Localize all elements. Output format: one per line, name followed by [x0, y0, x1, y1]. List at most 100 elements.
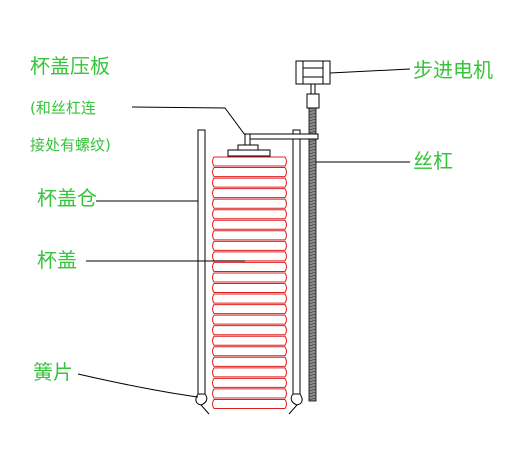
cup-lid — [212, 325, 287, 336]
thread-mark — [308, 268, 317, 272]
thread-mark — [308, 262, 317, 266]
thread-mark — [308, 232, 317, 236]
thread-mark — [308, 175, 317, 179]
thread-mark — [308, 121, 317, 125]
stepper-motor-coupler — [306, 93, 320, 109]
thread-mark — [308, 130, 317, 134]
leader-pressure-plate — [131, 106, 246, 136]
spring-leaf-left — [195, 393, 210, 415]
thread-mark — [308, 154, 317, 158]
thread-mark — [308, 109, 317, 113]
thread-mark — [308, 160, 317, 164]
thread-mark — [308, 124, 317, 128]
plate-arm — [244, 133, 319, 140]
thread-mark — [308, 289, 317, 293]
thread-mark — [308, 151, 317, 155]
thread-mark — [308, 373, 317, 377]
thread-mark — [308, 256, 317, 260]
thread-mark — [308, 115, 317, 119]
thread-mark — [308, 340, 317, 344]
thread-mark — [308, 352, 317, 356]
leader-lines — [77, 68, 411, 398]
label-lead-screw: 丝杠 — [413, 149, 453, 173]
thread-mark — [308, 277, 317, 281]
thread-mark — [308, 313, 317, 317]
thread-mark — [308, 214, 317, 218]
thread-mark — [308, 331, 317, 335]
thread-mark — [308, 361, 317, 365]
stepper-motor — [295, 60, 331, 109]
thread-mark — [308, 316, 317, 320]
leader-stepper-motor — [329, 68, 411, 74]
label-stepper-motor: 步进电机 — [413, 58, 493, 82]
spring-leaf-right — [288, 393, 303, 415]
lead-screw-thread — [308, 109, 317, 401]
cup-lid — [212, 156, 287, 167]
thread-mark — [308, 181, 317, 185]
thread-mark — [308, 367, 317, 371]
label-pressure-plate-note-1: (和丝杠连 — [30, 99, 96, 117]
cup-lid — [212, 251, 287, 262]
plate-cap — [237, 144, 259, 151]
label-pressure-plate-note-2: 接处有螺纹) — [30, 136, 111, 154]
thread-mark — [308, 292, 317, 296]
pressure-plate-assembly — [227, 133, 319, 157]
thread-mark — [308, 148, 317, 152]
leader-spring-leaf — [77, 373, 199, 398]
thread-mark — [308, 238, 317, 242]
thread-mark — [308, 349, 317, 353]
cup-lid — [212, 198, 287, 209]
thread-mark — [308, 193, 317, 197]
thread-mark — [308, 205, 317, 209]
thread-mark — [308, 157, 317, 161]
cup-lid — [212, 272, 287, 283]
lead-screw — [308, 107, 317, 402]
thread-mark — [308, 199, 317, 203]
cup-lid-stack — [212, 156, 287, 409]
thread-mark — [308, 241, 317, 245]
thread-mark — [308, 370, 317, 374]
thread-mark — [308, 343, 317, 347]
thread-mark — [308, 178, 317, 182]
thread-mark — [308, 283, 317, 287]
stepper-motor-body — [295, 60, 331, 85]
thread-mark — [308, 394, 317, 398]
thread-mark — [308, 163, 317, 167]
cup-lid — [212, 240, 287, 251]
label-spring-leaf: 簧片 — [33, 360, 73, 384]
thread-mark — [308, 322, 317, 326]
cup-lid — [212, 167, 287, 178]
thread-mark — [308, 127, 317, 131]
thread-mark — [308, 259, 317, 263]
thread-mark — [308, 145, 317, 149]
lid-bin-left-wall — [197, 129, 206, 395]
thread-mark — [308, 187, 317, 191]
thread-mark — [308, 208, 317, 212]
cup-lid — [212, 261, 287, 272]
cup-lid — [212, 230, 287, 241]
lid-bin-right-wall — [292, 129, 301, 395]
spring-leaves — [195, 393, 303, 415]
thread-mark — [308, 253, 317, 257]
thread-mark — [308, 274, 317, 278]
thread-mark — [308, 250, 317, 254]
thread-mark — [308, 223, 317, 227]
thread-mark — [308, 325, 317, 329]
thread-mark — [308, 295, 317, 299]
thread-mark — [308, 169, 317, 173]
thread-mark — [308, 388, 317, 392]
cup-lid — [212, 388, 287, 399]
thread-mark — [308, 217, 317, 221]
thread-mark — [308, 334, 317, 338]
cup-lid — [212, 346, 287, 357]
thread-mark — [308, 139, 317, 143]
thread-mark — [308, 247, 317, 251]
thread-mark — [308, 220, 317, 224]
thread-mark — [308, 376, 317, 380]
cup-lid — [212, 283, 287, 294]
thread-mark — [308, 235, 317, 239]
thread-mark — [308, 226, 317, 230]
lid-bin-walls — [197, 129, 301, 395]
thread-mark — [308, 364, 317, 368]
